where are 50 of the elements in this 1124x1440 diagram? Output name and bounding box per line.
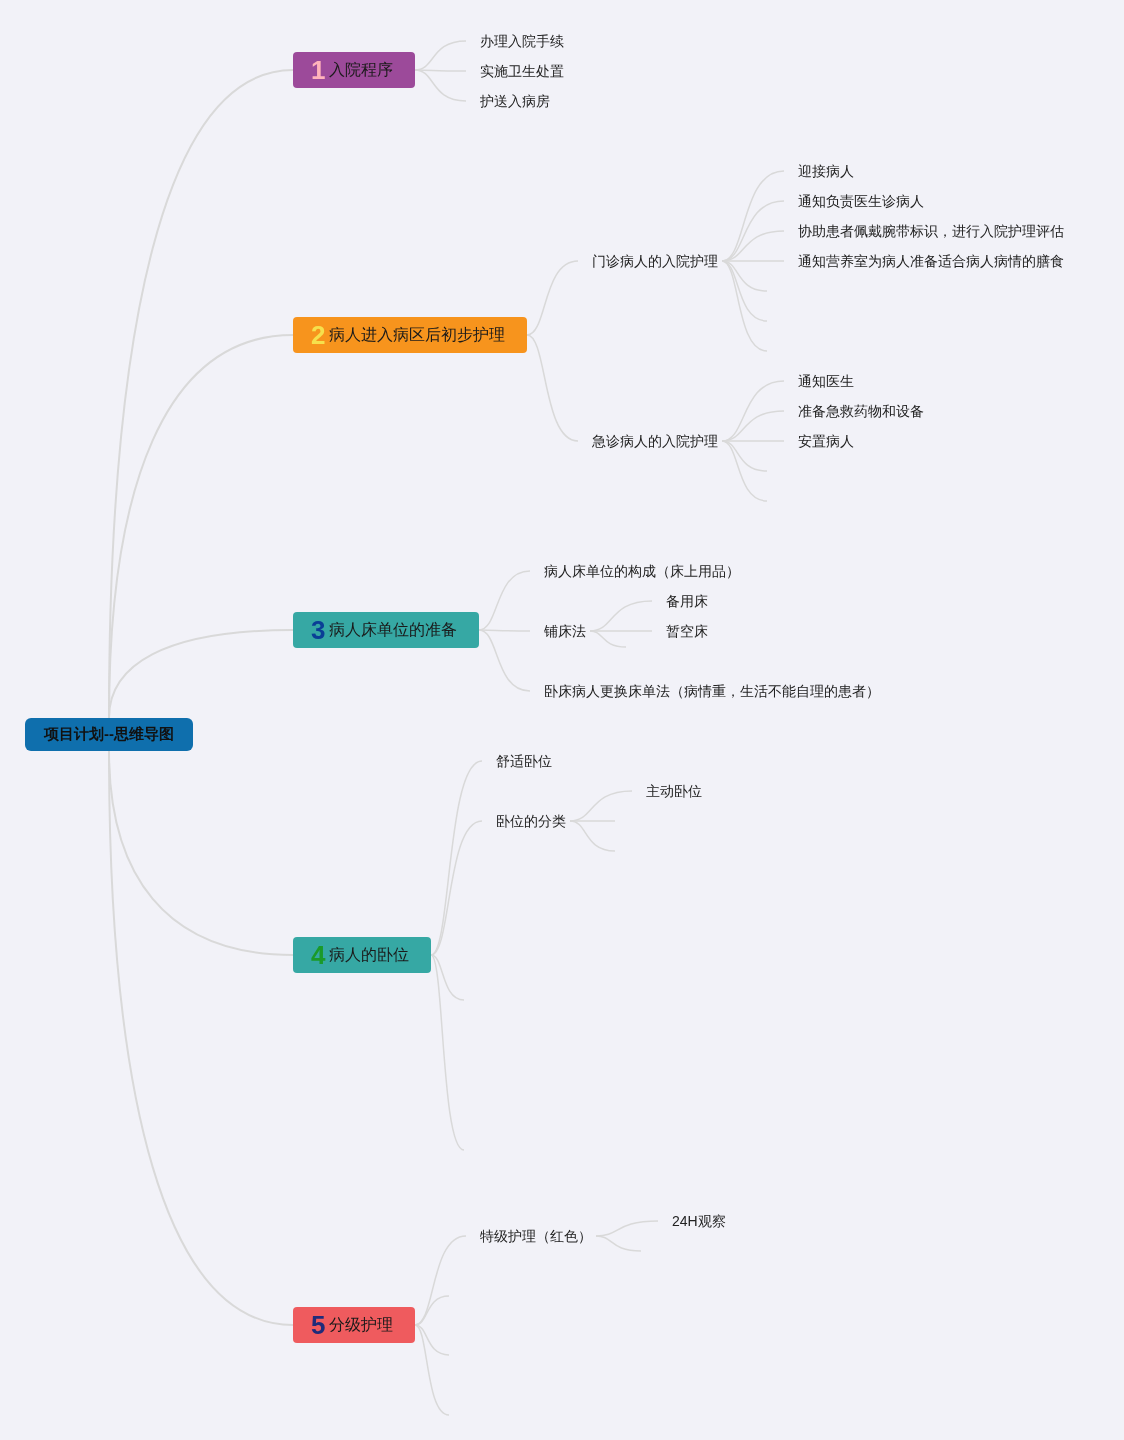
subtopic-label: 准备急救药物和设备 [794,401,928,421]
branch-topic [293,317,527,353]
subtopic-label: 24H观察 [668,1211,730,1231]
topic-label: 病人进入病区后初步护理 [329,325,506,345]
topic-label: 病人的卧位 [329,945,410,965]
branch-line [430,820,483,956]
branch-line [414,1324,450,1356]
subtopic-label: 办理入院手续 [476,31,568,51]
number-marker: 2 [311,322,326,348]
subtopic-label: 通知营养室为病人准备适合病人病情的膳食 [794,251,1068,271]
branch-line [721,260,768,352]
branch-line [526,334,579,442]
subtopic-label: 特级护理（红色） [476,1226,596,1246]
branch-line [430,954,465,1151]
root-topic: 项目计划--思维导图 [25,718,193,751]
number-marker: 1 [311,57,326,83]
topic-label: 入院程序 [329,60,394,80]
subtopic-label: 实施卫生处置 [476,61,568,81]
subtopic-label: 门诊病人的入院护理 [588,251,722,271]
number-marker: 4 [311,942,326,968]
subtopic-label: 协助患者佩戴腕带标识，进行入院护理评估 [794,221,1068,241]
subtopic-label: 铺床法 [540,621,590,641]
number-marker: 5 [311,1312,326,1338]
topic-label: 病人床单位的准备 [329,620,458,640]
subtopic-label: 卧床病人更换床单法（病情重，生活不能自理的患者） [540,681,884,701]
topic-label: 分级护理 [329,1315,394,1335]
subtopic-label: 安置病人 [794,431,858,451]
subtopic-label: 暂空床 [662,621,712,641]
branch-line [414,1324,450,1416]
branch-line [721,440,768,502]
branch-topic [293,612,479,648]
branch-line [478,629,531,692]
subtopic-label: 舒适卧位 [492,751,556,771]
subtopic-label: 急诊病人的入院护理 [588,431,722,451]
branch-line [595,1235,642,1252]
subtopic-label: 备用床 [662,591,712,611]
branch-topic [293,52,415,88]
subtopic-label: 主动卧位 [642,781,706,801]
subtopic-label: 迎接病人 [794,161,858,181]
branch-topic [293,937,431,973]
branch-line [414,1295,450,1326]
subtopic-label: 卧位的分类 [492,811,570,831]
branch-topic [293,1307,415,1343]
branch-line [526,260,579,336]
subtopic-label: 通知医生 [794,371,858,391]
branch-line [430,954,465,1001]
number-marker: 3 [311,617,326,643]
subtopic-label: 护送入病房 [476,91,554,111]
subtopic-label: 病人床单位的构成（床上用品） [540,561,744,581]
subtopic-label: 通知负责医生诊病人 [794,191,928,211]
